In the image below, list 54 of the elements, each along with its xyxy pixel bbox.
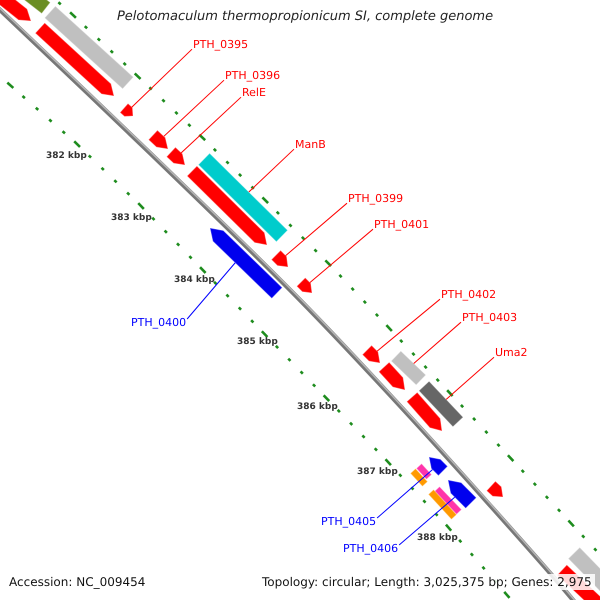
gene-feature-block [362,344,381,364]
gene-label: PTH_0396 [225,69,280,82]
leader-line [376,298,440,352]
scale-label: 387 kbp [357,467,398,478]
leader-line [309,228,374,284]
leader-line [180,96,242,154]
gene-feature-block [166,146,186,166]
scale-label: 382 kbp [46,151,87,162]
gene-feature-block [296,277,313,294]
gene-feature-block [447,479,478,510]
gene-label: PTH_0406 [343,542,398,556]
gene-label: RelE [242,86,266,100]
leader-line [248,148,294,192]
scale-label: 383 kbp [111,213,152,224]
gene-feature-block [119,102,134,117]
gene-feature-block [428,456,448,476]
gene-label: PTH_0400 [131,316,186,330]
gene-feature-block [148,130,169,150]
leader-line [398,496,456,546]
leader-line [131,48,192,108]
scale-label: 384 kbp [174,275,215,286]
gene-feature-block [378,362,406,391]
gene-feature-block [406,392,443,432]
gene-label: PTH_0395 [193,38,248,52]
genome-info-text: Topology: circular; Length: 3,025,375 bp; Genes: 2,975 [259,574,595,590]
gene-label: ManB [295,138,326,152]
gene-label: PTH_0403 [462,311,518,324]
gene-label: PTH_0405 [321,515,376,528]
gene-feature-block [486,480,504,498]
leader-line [446,356,494,400]
gene-feature-block [428,488,458,520]
scale-label: 385 kbp [237,337,278,348]
gene-feature-block [418,380,464,428]
gene-feature-block [410,468,428,488]
gene-feature-block [34,22,115,97]
scale-label: 386 kbp [297,402,338,413]
gene-feature-block [390,350,427,386]
gene-feature-block [198,152,288,242]
scale-label: 388 kbp [417,533,458,544]
leader-line [186,262,236,320]
accession-text: Accession: NC_009454 [9,575,146,590]
gene-label: Uma2 [495,346,528,360]
gene-feature-block [270,250,289,268]
gene-label: PTH_0402 [441,288,496,302]
leader-line [376,469,433,518]
gene-feature-block [186,165,268,246]
gene-feature-block [23,0,51,14]
gene-label: PTH_0399 [348,192,404,206]
leader-line [285,202,348,256]
gene-label: PTH_0401 [374,218,430,232]
leader-line [163,80,224,137]
gene-feature-block [416,462,432,480]
gene-feature-block [0,0,32,22]
map-title: Pelotomaculum thermopropionicum SI, complete genome [116,9,494,25]
